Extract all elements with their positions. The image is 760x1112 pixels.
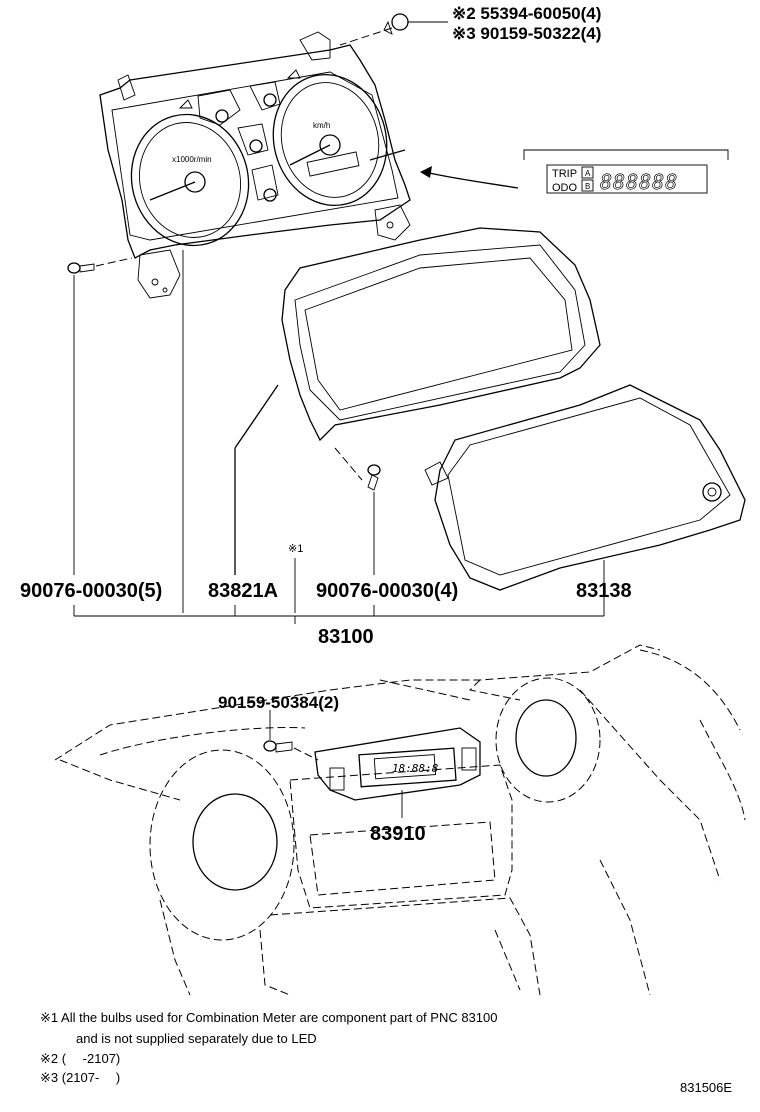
odo-digits: 888888 — [600, 170, 678, 194]
clock-unit: 18:88:8 — [314, 727, 481, 818]
speedometer: km/h — [272, 73, 406, 207]
tach-label: x1000r/min — [172, 155, 212, 164]
callout-top-right-2: ※3 90159-50322(4) — [452, 24, 601, 43]
lens-part — [234, 227, 601, 575]
callout-clock-screw: 90159-50384(2) — [218, 693, 339, 712]
odometer-inset: TRIP ODO A B 888888 — [420, 149, 729, 194]
screw-center — [334, 447, 381, 575]
note-1-line-1: ※1 All the bulbs used for Combination Me… — [40, 1010, 497, 1025]
tachometer: x1000r/min — [130, 113, 250, 247]
callout-clock: 83910 — [370, 823, 426, 845]
assembly-bracket — [73, 250, 604, 624]
callout-screw-center: 90076-00030(4) — [316, 580, 458, 602]
odo-label: ODO — [552, 182, 578, 194]
callout-assembly: 83100 — [318, 626, 374, 648]
callout-lens: 83821A — [208, 580, 278, 602]
small-gauges — [178, 69, 301, 202]
trip-b-label: B — [585, 182, 590, 191]
trip-a-label: A — [585, 169, 591, 178]
callout-note-mark: ※1 — [288, 543, 303, 555]
clock-screw — [263, 710, 319, 761]
note-2: ※2 ( -2107) — [40, 1051, 120, 1066]
callout-top-right-1: ※2 55394-60050(4) — [452, 4, 601, 23]
screw-top-right — [339, 13, 448, 46]
note-1-line-2: and is not supplied separately due to LE… — [76, 1031, 317, 1046]
clock-display: 18:88:8 — [392, 762, 439, 775]
note-3: ※3 (2107- ) — [40, 1070, 120, 1085]
figure-code: 831506E — [680, 1080, 732, 1095]
trip-label: TRIP — [552, 168, 577, 180]
callout-screw-left: 90076-00030(5) — [20, 580, 162, 602]
dashboard — [54, 644, 746, 996]
screw-left — [67, 257, 133, 575]
cover-part — [424, 384, 746, 616]
callout-cover: 83138 — [576, 580, 632, 602]
combination-meter: x1000r/min km/h — [99, 31, 411, 299]
speed-label: km/h — [313, 121, 330, 130]
